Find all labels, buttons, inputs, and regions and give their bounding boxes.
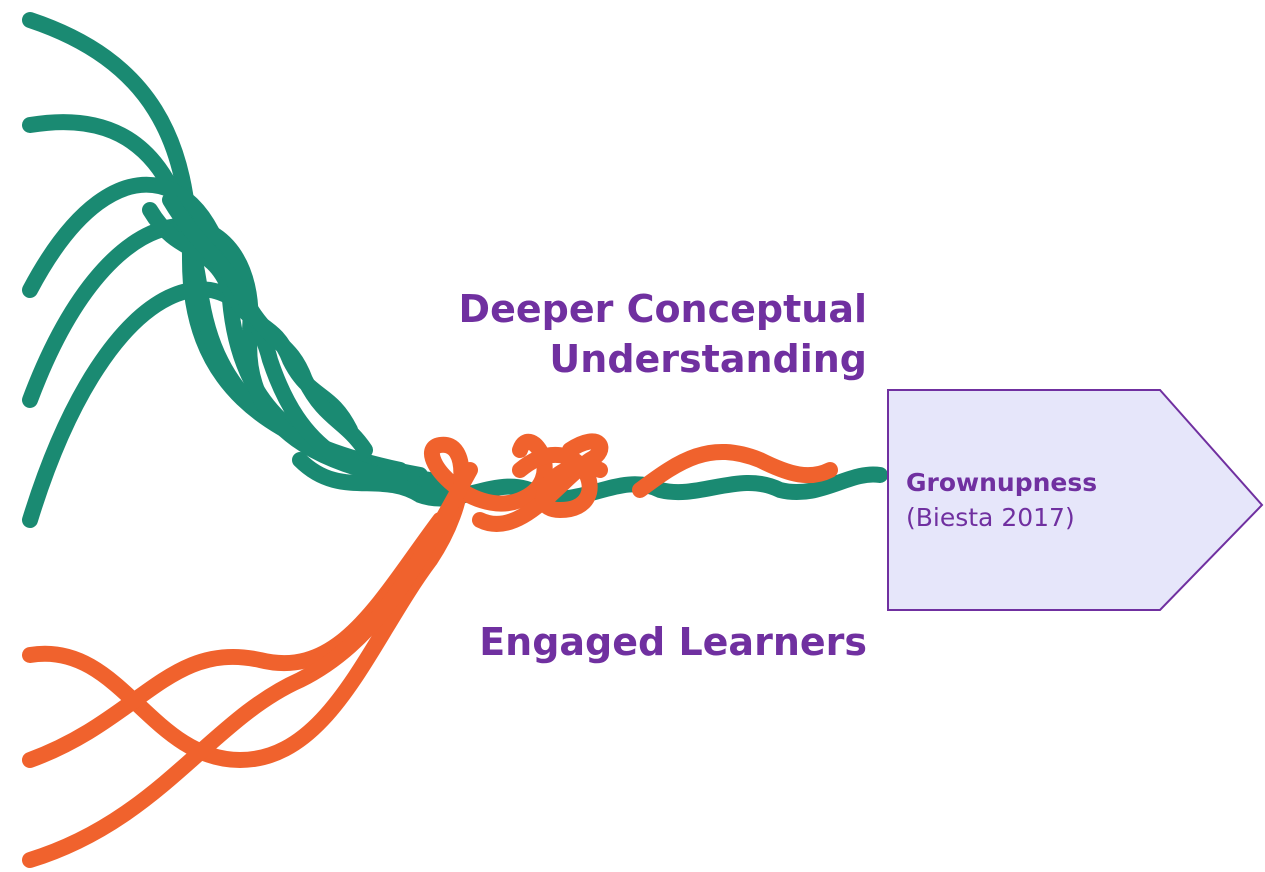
outcome-box-text: Grownupness (Biesta 2017) [906, 465, 1097, 535]
deeper-line-1: Deeper Conceptual [458, 287, 867, 331]
engaged-learners-label: Engaged Learners [479, 620, 867, 664]
outcome-citation: (Biesta 2017) [906, 503, 1075, 532]
deeper-line-2: Understanding [549, 337, 867, 381]
orange-strands [22, 433, 838, 868]
outcome-arrow-box [887, 389, 1264, 611]
deeper-conceptual-understanding-label: Deeper Conceptual Understanding [459, 284, 867, 384]
outcome-title: Grownupness [906, 468, 1098, 497]
